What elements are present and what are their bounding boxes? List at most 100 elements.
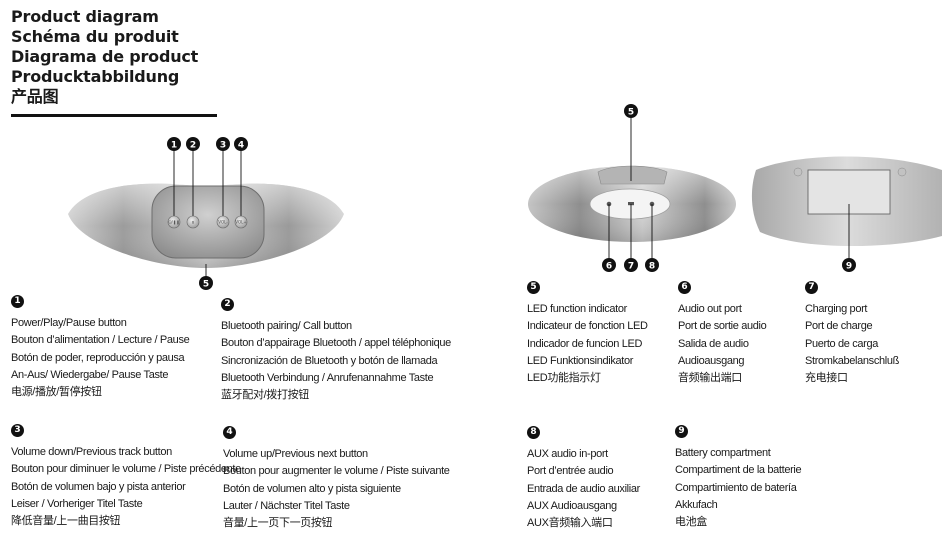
section-line-en: AUX audio in-port — [527, 448, 608, 460]
svg-text:2: 2 — [190, 141, 196, 151]
section-line-en: Power/Play/Pause button — [11, 317, 127, 329]
section-number: 5 — [527, 281, 540, 294]
svg-text:7: 7 — [628, 262, 634, 272]
svg-text:3: 3 — [220, 141, 226, 151]
title-underline — [11, 114, 217, 117]
bluetooth-icon: ʙ — [192, 220, 195, 225]
callout-5-back: 5 — [624, 104, 638, 118]
section-line-es: Botón de volumen bajo y pista anterior — [11, 480, 186, 493]
callout-2: 2 — [186, 137, 200, 151]
section-line-en: Volume down/Previous track button — [11, 446, 172, 458]
bluetooth-button: ʙ — [186, 215, 200, 229]
title-chinese: 产品图 — [11, 87, 59, 106]
volume-down-button: VOL- — [216, 215, 230, 229]
section-1: 1 Power/Play/Pause button Bouton d’alime… — [11, 295, 190, 401]
title-french: Schéma du produit — [11, 27, 179, 46]
front-view: ⏻/❚❚ ʙ VOL- VOL+ 1 2 3 4 5 — [68, 137, 344, 290]
section-6: 6 Audio out port Port de sortie audio Sa… — [678, 281, 767, 387]
callout-8: 8 — [645, 258, 659, 272]
power-icon: ⏻/❚❚ — [168, 220, 179, 225]
callout-5-front: 5 — [199, 276, 213, 290]
svg-text:1: 1 — [171, 141, 177, 151]
section-number: 3 — [11, 424, 24, 437]
svg-text:5: 5 — [203, 280, 209, 290]
section-2: 2 Bluetooth pairing/ Call button Bouton … — [221, 298, 451, 404]
section-line-es: Compartimiento de batería — [675, 481, 797, 494]
section-number: 8 — [527, 426, 540, 439]
section-line-fr: Port de charge — [805, 320, 873, 333]
callout-9: 9 — [842, 258, 856, 272]
section-line-es: Puerto de carga — [805, 337, 879, 350]
section-line-zh: 降低音量/上一曲目按钮 — [11, 515, 121, 528]
section-line-es: Salida de audio — [678, 337, 749, 350]
section-number: 7 — [805, 281, 818, 294]
section-number: 1 — [11, 295, 24, 308]
callout-7: 7 — [624, 258, 638, 272]
section-line-zh: 蓝牙配对/拨打按钮 — [221, 389, 309, 402]
title-spanish: Diagrama de product — [11, 47, 199, 66]
section-line-es: Botón de poder, reproducción y pausa — [11, 351, 185, 364]
section-line-fr: Compartiment de la batterie — [675, 464, 802, 477]
volume-up-button: VOL+ — [234, 215, 248, 229]
section-line-de: Bluetooth Verbindung / Anrufenannahme Ta… — [221, 371, 434, 384]
section-line-es: Sincronización de Bluetooth y botón de l… — [221, 354, 438, 367]
section-number: 6 — [678, 281, 691, 294]
section-line-es: Indicador de funcion LED — [527, 337, 643, 350]
svg-text:4: 4 — [238, 141, 244, 151]
section-line-fr: Port d’entrée audio — [527, 465, 614, 478]
section-line-en: Bluetooth pairing/ Call button — [221, 320, 352, 332]
title-german: Producktabbildung — [11, 67, 180, 86]
section-5: 5 LED function indicator Indicateur de f… — [527, 281, 648, 387]
callout-4: 4 — [234, 137, 248, 151]
section-line-fr: Bouton d’alimentation / Lecture / Pause — [11, 334, 190, 347]
section-4: 4 Volume up/Previous next button Bouton … — [223, 426, 450, 532]
section-line-es: Entrada de audio auxiliar — [527, 482, 640, 495]
callout-3: 3 — [216, 137, 230, 151]
section-line-de: AUX Audioausgang — [527, 499, 617, 512]
section-line-zh: 音量/上一页下一页按钮 — [223, 517, 333, 530]
callout-1: 1 — [167, 137, 181, 151]
callout-6: 6 — [602, 258, 616, 272]
section-line-de: An-Aus/ Wiedergabe/ Pause Taste — [11, 368, 169, 381]
section-line-fr: Bouton d’appairage Bluetooth / appel tél… — [221, 337, 451, 350]
section-line-fr: Indicateur de fonction LED — [527, 320, 648, 333]
volume-up-icon: VOL+ — [235, 220, 246, 225]
section-line-de: Leiser / Vorheriger Titel Taste — [11, 497, 143, 510]
section-line-de: Akkufach — [675, 498, 718, 511]
bottom-view: 9 — [751, 156, 942, 272]
section-line-de: Lauter / Nächster Titel Taste — [223, 499, 350, 512]
section-line-en: Volume up/Previous next button — [223, 448, 368, 460]
svg-text:5: 5 — [628, 108, 634, 118]
svg-text:8: 8 — [649, 262, 655, 272]
section-line-fr: Bouton pour augmenter le volume / Piste … — [223, 465, 450, 478]
section-number: 9 — [675, 425, 688, 438]
section-line-zh: LED功能指示灯 — [527, 372, 601, 385]
section-9: 9 Battery compartment Compartiment de la… — [675, 425, 802, 531]
section-number: 4 — [223, 426, 236, 439]
section-line-zh: 电池盒 — [675, 516, 707, 529]
section-line-fr: Port de sortie audio — [678, 320, 767, 333]
title-stack: Product diagram Schéma du produit Diagra… — [11, 7, 198, 107]
section-7: 7 Charging port Port de charge Puerto de… — [805, 281, 899, 387]
section-line-zh: 充电接口 — [805, 372, 848, 385]
section-line-en: Charging port — [805, 303, 868, 315]
title-english: Product diagram — [11, 7, 159, 26]
section-number: 2 — [221, 298, 234, 311]
section-line-de: Stromkabelanschluß — [805, 354, 899, 367]
section-line-en: LED function indicator — [527, 303, 627, 315]
section-line-de: Audioausgang — [678, 354, 745, 367]
section-line-fr: Bouton pour diminuer le volume / Piste p… — [11, 463, 241, 476]
section-8: 8 AUX audio in-port Port d’entrée audio … — [527, 426, 640, 532]
section-line-en: Battery compartment — [675, 447, 771, 459]
section-line-en: Audio out port — [678, 303, 742, 315]
svg-text:9: 9 — [846, 262, 852, 272]
section-3: 3 Volume down/Previous track button Bout… — [11, 424, 241, 530]
section-line-zh: 电源/播放/暂停按钮 — [11, 386, 102, 399]
section-line-zh: 音频输出端口 — [678, 372, 742, 385]
power-button: ⏻/❚❚ — [167, 215, 181, 229]
back-view: 5 6 7 8 — [528, 104, 736, 272]
volume-down-icon: VOL- — [218, 220, 228, 225]
section-line-de: LED Funktionsindikator — [527, 354, 634, 367]
section-line-es: Botón de volumen alto y pista siguiente — [223, 482, 401, 495]
